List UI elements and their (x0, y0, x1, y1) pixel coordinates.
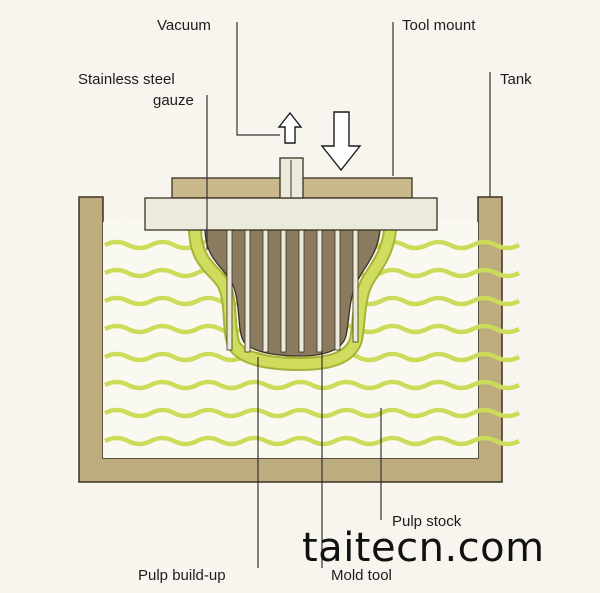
pulp-wave-line (103, 435, 521, 447)
tool-mount (144, 157, 438, 231)
arrow-down-icon (320, 111, 362, 172)
label-gauze: gauze (153, 92, 194, 109)
leader-vacuum (236, 22, 280, 136)
label-pulp-build-up: Pulp build-up (138, 567, 226, 584)
label-tank: Tank (500, 71, 532, 88)
arrow-up-icon (277, 111, 303, 144)
label-vacuum: Vacuum (157, 17, 211, 34)
label-tool-mount: Tool mount (402, 17, 476, 34)
label-mold-tool: Mold tool (331, 567, 392, 584)
label-stainless-steel: Stainless steel (78, 71, 175, 88)
pulp-wave-line (103, 407, 521, 419)
watermark: taitecn.com (302, 525, 545, 571)
leader-lines (206, 22, 491, 568)
pulp-wave-line (103, 379, 521, 391)
label-pulp-stock: Pulp stock (392, 513, 462, 530)
